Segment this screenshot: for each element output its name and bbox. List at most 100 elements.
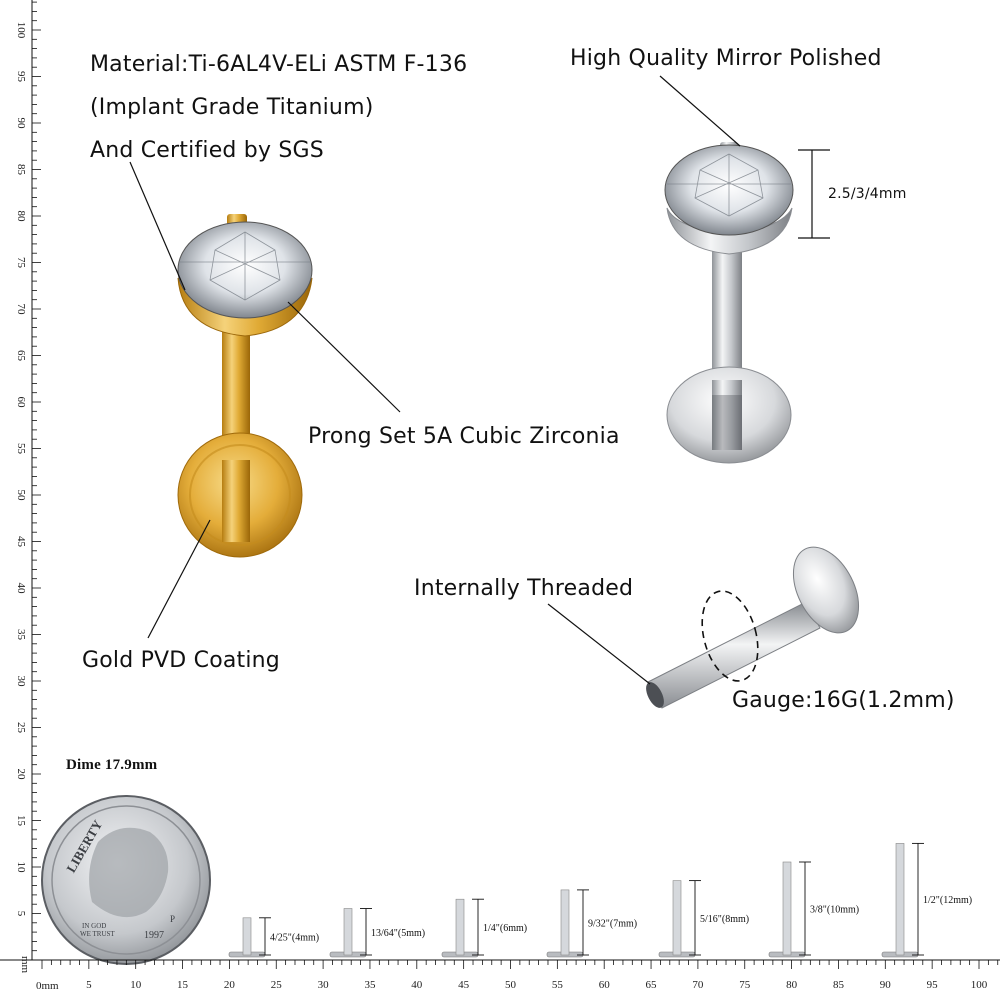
- silver-bar-shadow: [712, 395, 742, 450]
- thread-highlight-circle: [701, 590, 759, 682]
- bottom-ruler-label: 5: [86, 979, 92, 991]
- gem-size-bracket: [798, 149, 830, 239]
- length-label: 1/2"(12mm): [923, 895, 972, 906]
- silver-bar-through: [712, 380, 742, 450]
- length-option-4mm: 4/25"(4mm): [228, 917, 319, 958]
- left-ruler-label: 80: [15, 211, 27, 223]
- length-option-6mm: 1/4"(6mm): [441, 898, 527, 958]
- bottom-ruler-unit: 0mm: [36, 980, 59, 992]
- left-ruler-unit: mm: [19, 956, 31, 974]
- bottom-ruler-label: 80: [786, 979, 798, 991]
- length-option-7mm: 9/32"(7mm): [546, 889, 637, 958]
- dime-we-trust-text: WE TRUST: [80, 930, 115, 938]
- left-ruler-label: 60: [15, 397, 27, 409]
- silver-gem-facets: [667, 153, 791, 217]
- bottom-ruler-label: 95: [927, 979, 939, 991]
- bottom-ruler-label: 100: [971, 979, 988, 991]
- length-label: 5/16"(8mm): [700, 914, 749, 925]
- bottom-ruler-label: 55: [552, 979, 564, 991]
- gold-gem-facets: [180, 231, 310, 301]
- dime-year-text: 1997: [144, 930, 164, 941]
- length-option-5mm: 13/64"(5mm): [329, 908, 425, 958]
- left-ruler-label: 10: [15, 862, 27, 874]
- mini-labret-post: [242, 917, 252, 956]
- threaded-leader: [547, 603, 651, 685]
- mini-labret-post: [895, 843, 905, 956]
- material-callout-line3: And Certified by SGS: [90, 138, 324, 163]
- length-size-chart: 4/25"(4mm) 13/64"(5mm) 1/4"(6mm) 9/32"(7mm)…: [228, 842, 972, 958]
- left-ruler-label: 45: [15, 536, 27, 548]
- length-option-8mm: 5/16"(8mm): [658, 880, 749, 958]
- left-ruler: mm 5 10 15 20 25 30 35 40 45 50 55 60 65 70 75 80 85 90 95 1…: [15, 0, 41, 974]
- bottom-ruler-label: 50: [505, 979, 517, 991]
- mini-labret-post: [455, 898, 465, 956]
- dime-portrait: [89, 827, 169, 918]
- bottom-ruler-label: 85: [833, 979, 845, 991]
- dime-in-god-text: IN GOD: [82, 922, 106, 930]
- bottom-ruler-label: 90: [880, 979, 892, 991]
- left-ruler-label: 40: [15, 583, 27, 595]
- silver-labret: [664, 142, 830, 464]
- prong-leader: [287, 301, 401, 413]
- mini-labret-post: [343, 908, 353, 956]
- silver-bar: [712, 240, 742, 380]
- length-label: 13/64"(5mm): [371, 928, 425, 939]
- left-ruler-label: 50: [15, 490, 27, 502]
- mini-labret-post: [560, 889, 570, 956]
- left-ruler-label: 95: [15, 71, 27, 83]
- bottom-ruler-label: 35: [364, 979, 376, 991]
- left-ruler-label: 30: [15, 676, 27, 688]
- threaded-bar: [647, 601, 821, 709]
- material-leader: [129, 161, 186, 291]
- bottom-ruler-label: 25: [271, 979, 283, 991]
- length-option-10mm: 3/8"(10mm): [768, 861, 859, 958]
- bottom-ruler-label: 45: [458, 979, 470, 991]
- left-ruler-label: 15: [15, 815, 27, 827]
- threaded-bar-end: [646, 682, 664, 708]
- left-ruler-label: 25: [15, 722, 27, 734]
- length-label: 1/4"(6mm): [483, 923, 527, 934]
- gold-disc-inner: [189, 444, 291, 546]
- left-ruler-label: 70: [15, 304, 27, 316]
- gauge-callout: Gauge:16G(1.2mm): [732, 688, 955, 713]
- internally-threaded-callout: Internally Threaded: [414, 576, 634, 601]
- dime-label: Dime 17.9mm: [66, 757, 158, 773]
- gem-size-label: 2.5/3/4mm: [828, 186, 907, 202]
- material-callout-line2: (Implant Grade Titanium): [90, 95, 374, 120]
- length-label: 3/8"(10mm): [810, 905, 859, 916]
- bottom-ruler-label: 15: [177, 979, 189, 991]
- left-ruler-label: 100: [15, 22, 27, 39]
- threaded-labret: [646, 546, 860, 709]
- left-ruler-label: 85: [15, 164, 27, 176]
- leader-lines: [129, 75, 741, 685]
- bottom-ruler-label: 20: [224, 979, 236, 991]
- prong-set-callout: Prong Set 5A Cubic Zirconia: [308, 424, 620, 449]
- bottom-ruler-label: 75: [739, 979, 751, 991]
- gold-labret: [177, 214, 313, 558]
- mirror-leader: [659, 75, 741, 147]
- gold-pvd-callout: Gold PVD Coating: [82, 648, 280, 673]
- gold-pvd-leader: [147, 519, 211, 639]
- bottom-ruler-label: 40: [411, 979, 423, 991]
- left-ruler-label: 5: [15, 911, 27, 917]
- mini-labret-post: [782, 861, 792, 956]
- left-ruler-label: 20: [15, 769, 27, 781]
- gold-bar-through: [222, 460, 250, 542]
- left-ruler-label: 75: [15, 257, 27, 269]
- left-ruler-label: 65: [15, 350, 27, 362]
- left-ruler-label: 90: [15, 118, 27, 130]
- mini-labret-post: [672, 880, 682, 956]
- bottom-ruler-label: 10: [130, 979, 142, 991]
- bottom-ruler-label: 30: [318, 979, 330, 991]
- threaded-back-disc: [792, 546, 860, 634]
- length-option-12mm: 1/2"(12mm): [881, 842, 972, 958]
- material-callout-line1: Material:Ti-6AL4V-ELi ASTM F-136: [90, 52, 468, 77]
- dime-coin: LIBERTY IN GOD WE TRUST P 1997: [41, 795, 211, 965]
- left-ruler-label: 35: [15, 629, 27, 641]
- bottom-ruler-label: 60: [599, 979, 611, 991]
- bottom-ruler-label: 70: [692, 979, 704, 991]
- left-ruler-label: 55: [15, 443, 27, 455]
- length-label: 9/32"(7mm): [588, 918, 637, 929]
